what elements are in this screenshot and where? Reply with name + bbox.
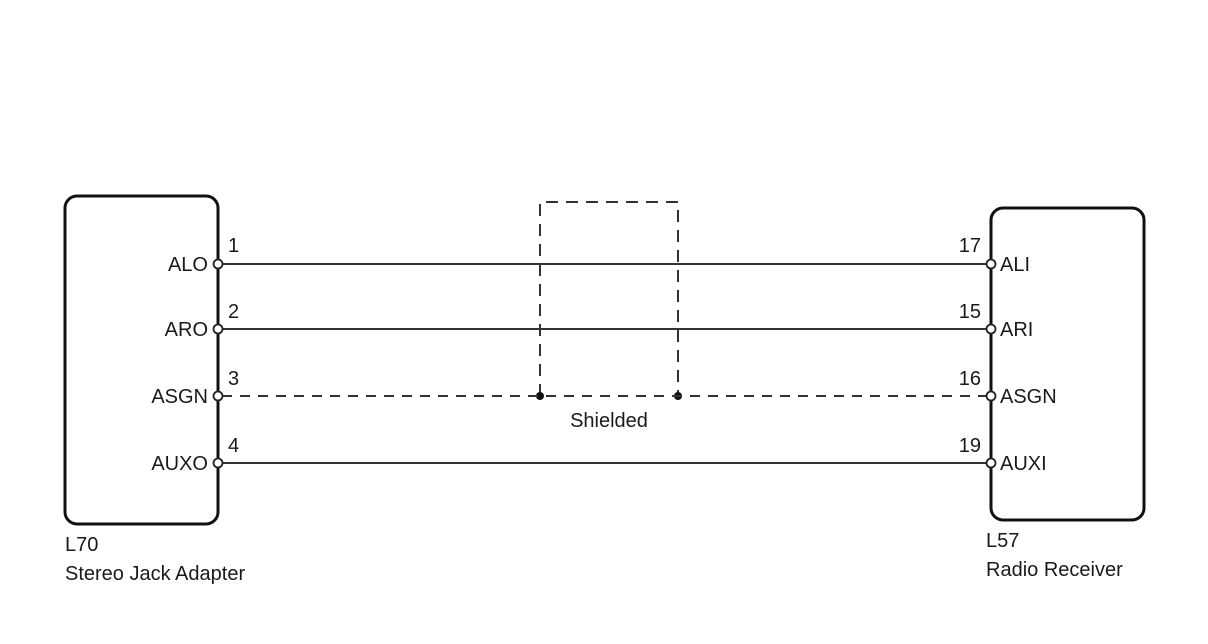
right-terminal-19 xyxy=(985,457,997,469)
left-connector-code: L70 xyxy=(65,534,98,556)
left-pin-name: ALO xyxy=(168,254,208,276)
left-terminal-2 xyxy=(212,323,224,335)
left-terminal-4 xyxy=(212,457,224,469)
right-pin-number: 16 xyxy=(959,368,981,390)
right-pin-name: ALI xyxy=(1000,254,1030,276)
right-terminal-15 xyxy=(985,323,997,335)
right-pin-number: 15 xyxy=(959,301,981,323)
right-pin-name: ARI xyxy=(1000,319,1033,341)
right-pin-number: 17 xyxy=(959,235,981,257)
right-pin-number: 19 xyxy=(959,435,981,457)
left-pin-number: 3 xyxy=(228,368,239,390)
left-pin-name: ARO xyxy=(165,319,208,341)
left-pin-name: ASGN xyxy=(151,386,208,408)
left-pin-name: AUXO xyxy=(151,453,208,475)
left-connector-box xyxy=(63,194,220,526)
shield-label: Shielded xyxy=(570,410,648,432)
left-pin-number: 1 xyxy=(228,235,239,257)
left-connector-name: Stereo Jack Adapter xyxy=(65,563,245,585)
shield-junction-left xyxy=(536,392,544,400)
right-connector-box xyxy=(989,206,1146,522)
shield-box xyxy=(539,201,679,396)
left-terminal-3 xyxy=(212,390,224,402)
right-connector-name: Radio Receiver xyxy=(986,559,1123,581)
left-pin-number: 2 xyxy=(228,301,239,323)
left-pin-number: 4 xyxy=(228,435,239,457)
left-terminal-1 xyxy=(212,258,224,270)
right-pin-name: ASGN xyxy=(1000,386,1057,408)
right-terminal-17 xyxy=(985,258,997,270)
right-connector-code: L57 xyxy=(986,530,1019,552)
right-pin-name: AUXI xyxy=(1000,453,1047,475)
right-terminal-16 xyxy=(985,390,997,402)
